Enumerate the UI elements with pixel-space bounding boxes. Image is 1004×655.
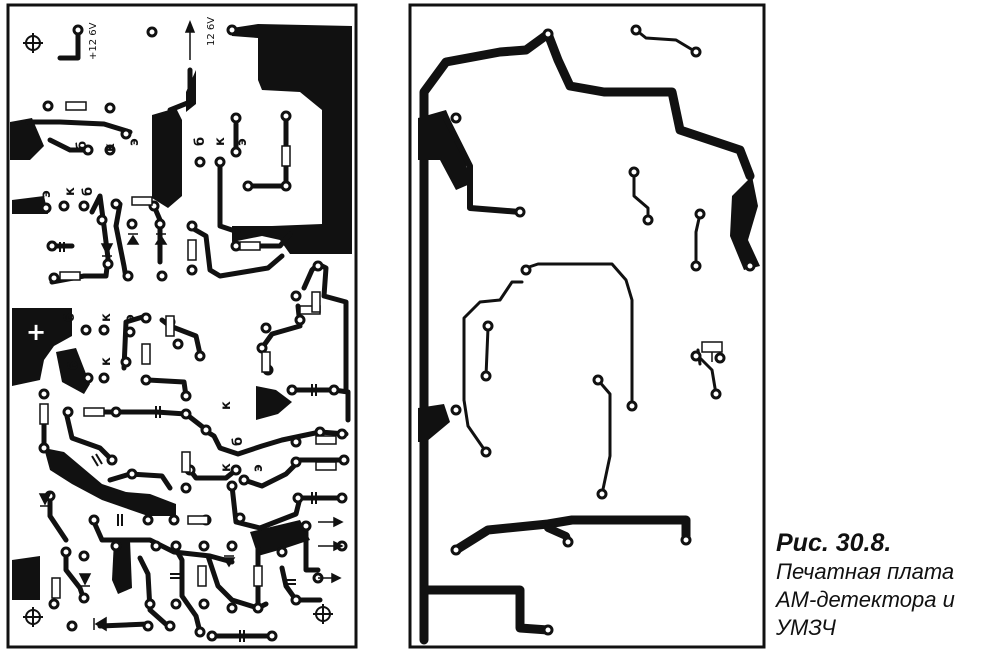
plus-label: + bbox=[26, 318, 46, 346]
trimmer-outline bbox=[701, 341, 723, 362]
diode-outlines bbox=[38, 233, 236, 632]
resistor-outlines bbox=[39, 101, 337, 599]
label-b: б bbox=[81, 187, 96, 196]
pads bbox=[38, 24, 350, 642]
label-e: э bbox=[251, 464, 266, 472]
figure-caption: Рис. 30.8. Печатная плата АМ-детектора и… bbox=[776, 528, 1001, 642]
pads bbox=[450, 24, 756, 636]
caption-line: УМЗЧ bbox=[776, 615, 836, 640]
label-e: э bbox=[123, 314, 138, 322]
label-k: к bbox=[219, 401, 234, 410]
label-k: к bbox=[99, 357, 114, 366]
caption-line: Печатная плата bbox=[776, 559, 955, 584]
label-b: б bbox=[67, 361, 82, 370]
label-b: б bbox=[75, 141, 90, 150]
board-labels: +12 6V 12 6V + б к э б к э э к б б к э б… bbox=[26, 17, 266, 472]
mounting-hole bbox=[313, 604, 333, 624]
figure-number: Рис. 30.8. bbox=[776, 529, 892, 557]
label-b: б bbox=[63, 313, 78, 322]
label-b: б bbox=[193, 137, 208, 146]
label-k: к bbox=[213, 137, 228, 146]
traces bbox=[419, 28, 755, 645]
traces bbox=[25, 27, 351, 639]
label-e: э bbox=[39, 190, 54, 198]
label-k: к bbox=[219, 463, 234, 472]
right-board bbox=[408, 3, 766, 649]
copper-pours bbox=[10, 24, 352, 600]
mounting-hole bbox=[23, 33, 43, 53]
label-k: к bbox=[103, 143, 118, 152]
left-board: +12 6V 12 6V + б к э б к э э к б б к э б… bbox=[6, 3, 358, 649]
supply-label-left: +12 6V bbox=[88, 22, 99, 60]
label-e: э bbox=[235, 138, 250, 146]
label-e: э bbox=[127, 138, 142, 146]
label-k: к bbox=[63, 187, 78, 196]
arrow-markers bbox=[184, 19, 344, 584]
caption-line: АМ-детектора и bbox=[776, 587, 955, 612]
label-k: к bbox=[99, 313, 114, 322]
capacitor-outlines bbox=[59, 242, 317, 642]
label-b: б bbox=[231, 437, 246, 446]
supply-label-right: 12 6V bbox=[206, 17, 217, 46]
mounting-hole bbox=[23, 607, 43, 627]
